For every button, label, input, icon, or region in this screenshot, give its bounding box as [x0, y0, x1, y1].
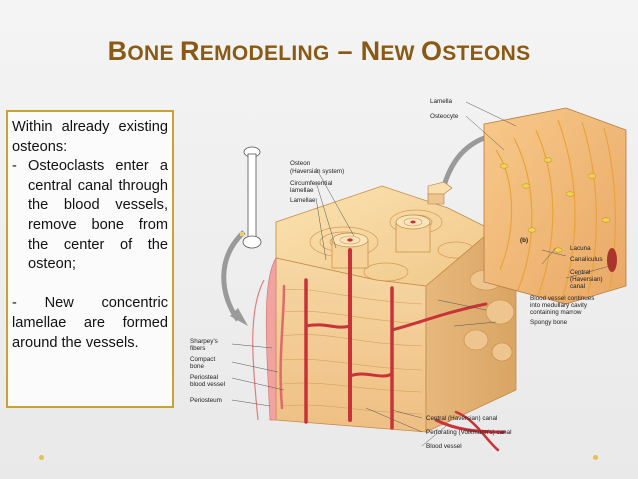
bullet-1: - Osteoclasts enter a central canal thro…: [12, 157, 168, 275]
label-spongy-bone: Spongy bone: [530, 319, 568, 326]
osteon-diagram: Osteon (Haversian system) Circumferentia…: [190, 98, 627, 452]
label-bv-continues-2: into medullary cavity: [530, 302, 588, 309]
label-periosteal-1: Periosteal: [190, 374, 218, 381]
label-central-2: (Haversian): [570, 276, 603, 283]
label-sharpeys-2: fibers: [190, 345, 205, 352]
label-central-1: Central: [570, 269, 590, 276]
title-cap-2: R: [179, 36, 200, 66]
spacer: [12, 275, 168, 295]
label-lamella-top: Lamella: [430, 98, 453, 105]
long-bone-icon: [240, 146, 262, 249]
label-central-canal: Central (Haversian) canal: [426, 415, 497, 422]
title-cap-3: N: [360, 36, 381, 66]
front-lamellae: [281, 289, 423, 415]
label-lamellae-1: lamellae: [290, 187, 314, 194]
label-perforating-canal: Perforating (Volkmann's) canal: [426, 429, 512, 436]
decorative-dot-left: [39, 455, 44, 460]
decorative-dot-right: [593, 455, 598, 460]
label-compact-1: Compact: [190, 356, 215, 363]
bullet-1-marker: -: [12, 158, 17, 175]
osteon-cylinder-2: [395, 214, 431, 253]
label-bv-continues-3: containing marrow: [530, 309, 582, 316]
label-central-3: canal: [570, 283, 585, 290]
title-cap-4: O: [420, 36, 443, 66]
title-word-1: ONE: [127, 42, 180, 65]
magnify-arrowhead-left: [230, 308, 248, 326]
text-box: Within already existing osteons: - Osteo…: [6, 110, 174, 408]
title-word-3: EW: [380, 42, 421, 65]
label-blood-vessel: Blood vessel: [426, 443, 462, 450]
periosteum-layer: [265, 256, 277, 421]
label-panel-b: (b): [520, 237, 528, 244]
slide-title: BONE REMODELING – NEW OSTEONS: [0, 36, 638, 67]
title-cap-1: B: [107, 36, 128, 66]
title-word-4: STEONS: [442, 42, 531, 65]
label-circumferential: Circumferential: [290, 180, 332, 187]
bullet-2-text: - New concentric lamellae are formed aro…: [12, 295, 168, 351]
label-lacuna: Lacuna: [570, 245, 591, 252]
leader-lines: [231, 101, 611, 447]
label-osteocyte: Osteocyte: [430, 113, 459, 120]
label-haversian-system: (Haversian system): [290, 168, 344, 175]
title-dash: –: [329, 36, 361, 66]
label-sharpeys-1: Sharpey's: [190, 338, 218, 345]
label-osteon: Osteon: [290, 160, 311, 167]
title-word-2: EMODELING: [199, 42, 330, 65]
label-compact-2: bone: [190, 363, 205, 370]
label-bv-continues-1: Blood vessel continues: [530, 295, 594, 302]
periosteal-flap: [252, 279, 265, 421]
cutout-block: [427, 181, 453, 205]
label-periosteum: Periosteum: [190, 397, 222, 404]
magnify-arrow-left: [221, 230, 246, 322]
label-canaliculus: Canaliculus: [570, 256, 603, 263]
label-periosteal-2: blood vessel: [190, 381, 225, 388]
intro-text: Within already existing osteons:: [12, 119, 168, 155]
label-lamellae-2: Lamellae: [290, 197, 316, 204]
bullet-1-text: Osteoclasts enter a central canal throug…: [28, 158, 168, 273]
blood-vessels: [279, 248, 506, 452]
micrograph-panel: [483, 107, 627, 305]
